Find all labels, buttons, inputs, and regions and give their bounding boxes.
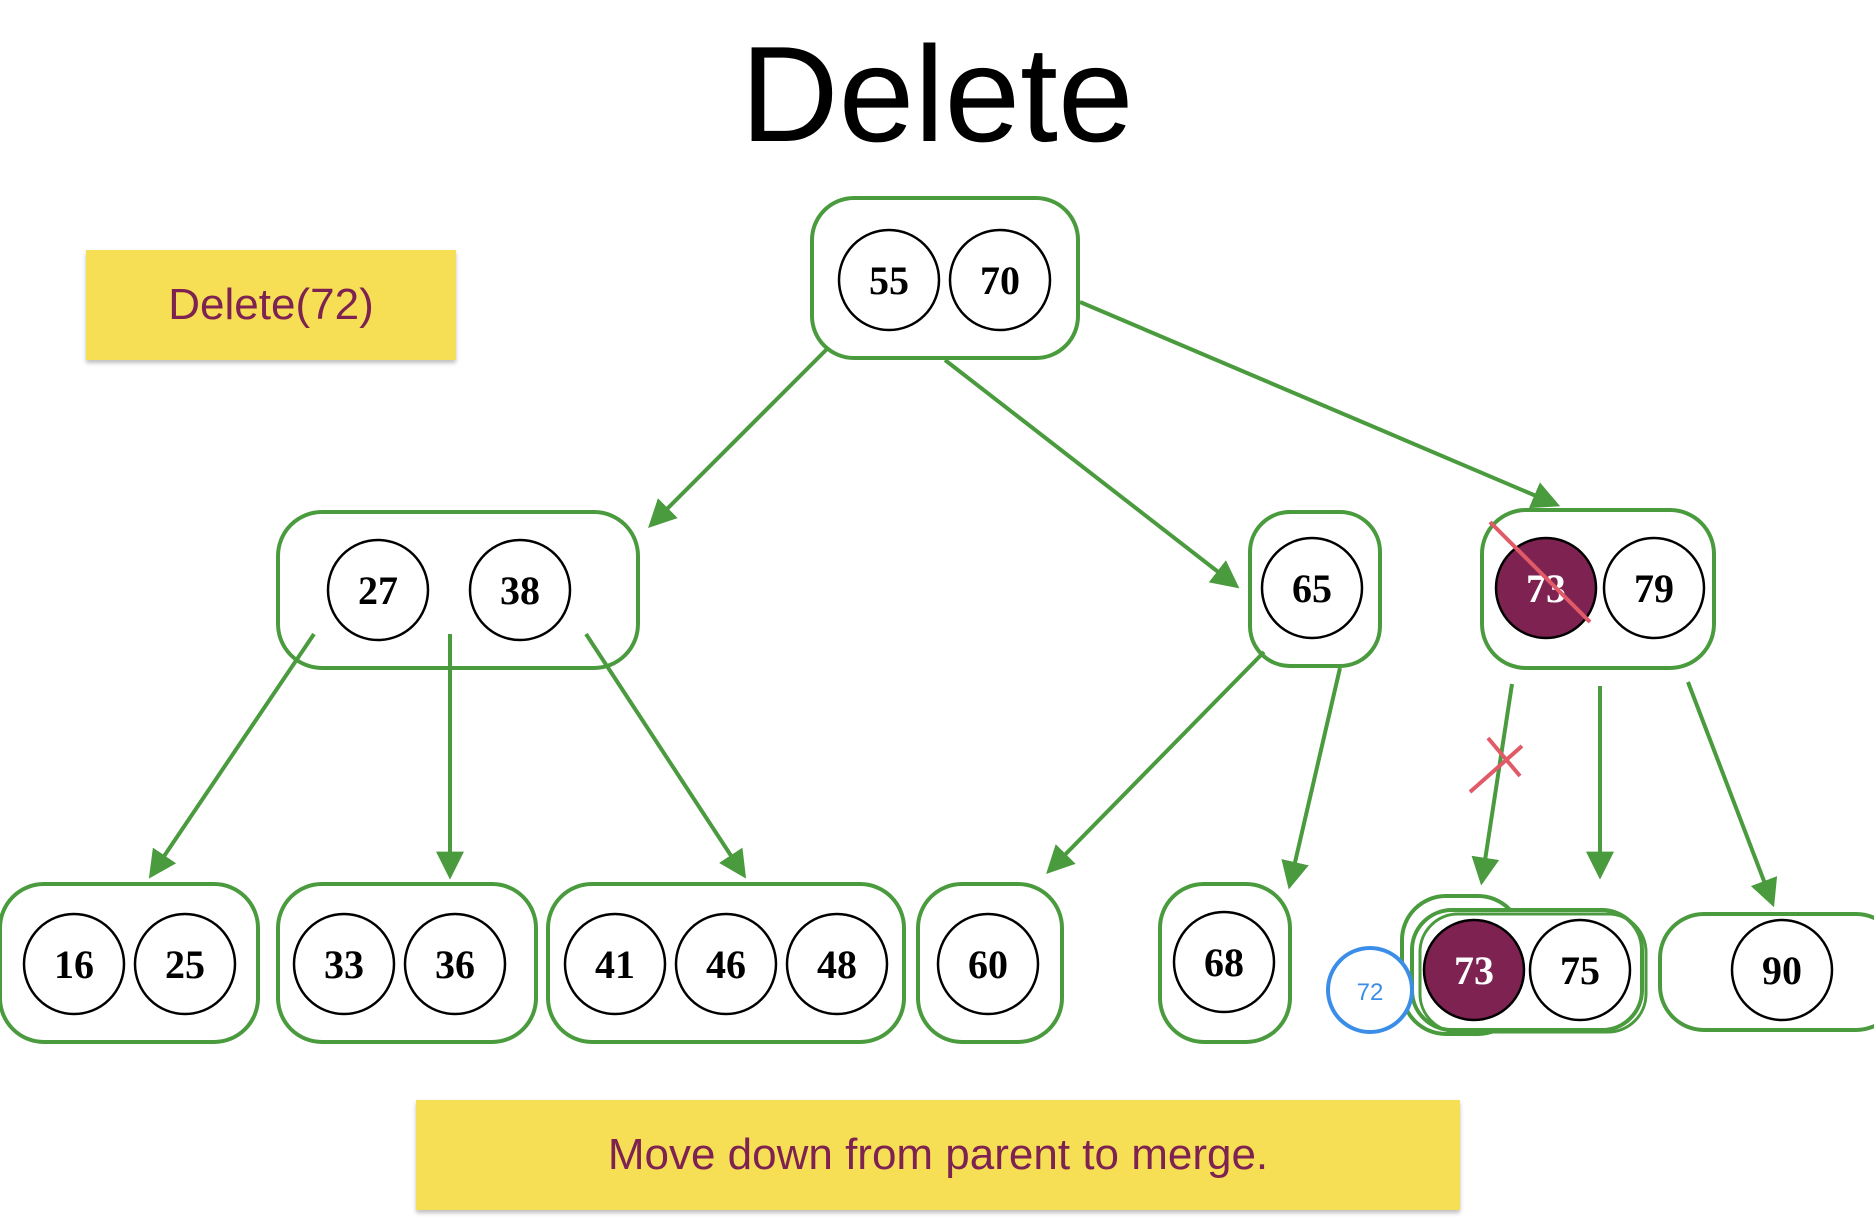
- key-circle: [1260, 536, 1364, 640]
- key-label: 70: [980, 258, 1020, 303]
- key-circle: [1528, 918, 1632, 1022]
- leaf-90: 90: [1658, 912, 1874, 1032]
- strike-mark: [1488, 520, 1592, 624]
- key-label: 46: [706, 942, 746, 987]
- edge-root-to-73-79: [1079, 300, 1561, 509]
- edge-65-to-60: [1046, 650, 1266, 874]
- key-circle: [563, 912, 667, 1016]
- operation-label: Delete(72): [168, 280, 374, 329]
- key-label: 75: [1560, 948, 1600, 993]
- key-circle: [22, 912, 126, 1016]
- key-circle: [403, 912, 507, 1016]
- key-circle: [785, 912, 889, 1016]
- key-label: 73: [1526, 566, 1566, 611]
- key-circle: [468, 538, 572, 642]
- key-label: 68: [1204, 940, 1244, 985]
- key-label: 33: [324, 942, 364, 987]
- edge-73-79-to-73-75-left: [1471, 683, 1514, 886]
- ghost-key-circle: [1326, 946, 1414, 1034]
- leaf-68: 68: [1158, 882, 1292, 1044]
- key-circle-highlight: [1422, 918, 1526, 1022]
- leaf-60: 60: [916, 882, 1064, 1044]
- key-circle: [1602, 536, 1706, 640]
- node-27-38: 27 38: [276, 510, 640, 670]
- key-circle: [326, 538, 430, 642]
- key-label: 60: [968, 942, 1008, 987]
- edge-root-to-27-38: [648, 346, 830, 528]
- key-circle: [948, 228, 1052, 332]
- edge-73-79-to-90: [1686, 681, 1778, 908]
- key-label: 25: [165, 942, 205, 987]
- key-label: 38: [500, 568, 540, 613]
- root-node: 55 70: [810, 196, 1080, 360]
- caption-text: Move down from parent to merge.: [607, 1130, 1269, 1179]
- page-title: Delete: [740, 18, 1134, 170]
- key-label: 41: [595, 942, 635, 987]
- leaf-33-36: 33 36: [276, 882, 538, 1044]
- leaf-16-25: 16 25: [0, 882, 260, 1044]
- edge-27-38-to-41-46-48: [584, 632, 747, 879]
- key-label: 55: [869, 258, 909, 303]
- key-circle: [837, 228, 941, 332]
- ghost-key-label: 72: [1357, 979, 1384, 1006]
- key-circle: [936, 912, 1040, 1016]
- caption-note: Move down from parent to merge.: [416, 1100, 1460, 1210]
- key-label: 16: [54, 942, 94, 987]
- node-65: 65: [1248, 510, 1382, 668]
- tree-edges: [148, 300, 1778, 908]
- operation-note: Delete(72): [86, 250, 456, 360]
- leaf-41-46-48: 41 46 48: [546, 882, 906, 1044]
- key-label: 36: [435, 942, 475, 987]
- key-circle-highlight: [1494, 536, 1598, 640]
- key-label: 48: [817, 942, 857, 987]
- edge-27-38-to-16-25: [148, 632, 316, 879]
- edge-cross-mark: [1468, 736, 1524, 794]
- key-circle: [1730, 918, 1834, 1022]
- leaf-73-75: 72 73 75: [1326, 894, 1648, 1036]
- edge-root-to-65: [943, 358, 1240, 589]
- node-73-79: 73 79: [1480, 508, 1716, 670]
- key-circle: [1172, 910, 1276, 1014]
- key-label: 65: [1292, 566, 1332, 611]
- key-label: 27: [358, 568, 398, 613]
- key-circle: [133, 912, 237, 1016]
- key-label: 90: [1762, 948, 1802, 993]
- key-circle: [292, 912, 396, 1016]
- key-label: 79: [1634, 566, 1674, 611]
- edge-65-to-68: [1281, 667, 1342, 890]
- key-circle: [674, 912, 778, 1016]
- key-label: 73: [1454, 948, 1494, 993]
